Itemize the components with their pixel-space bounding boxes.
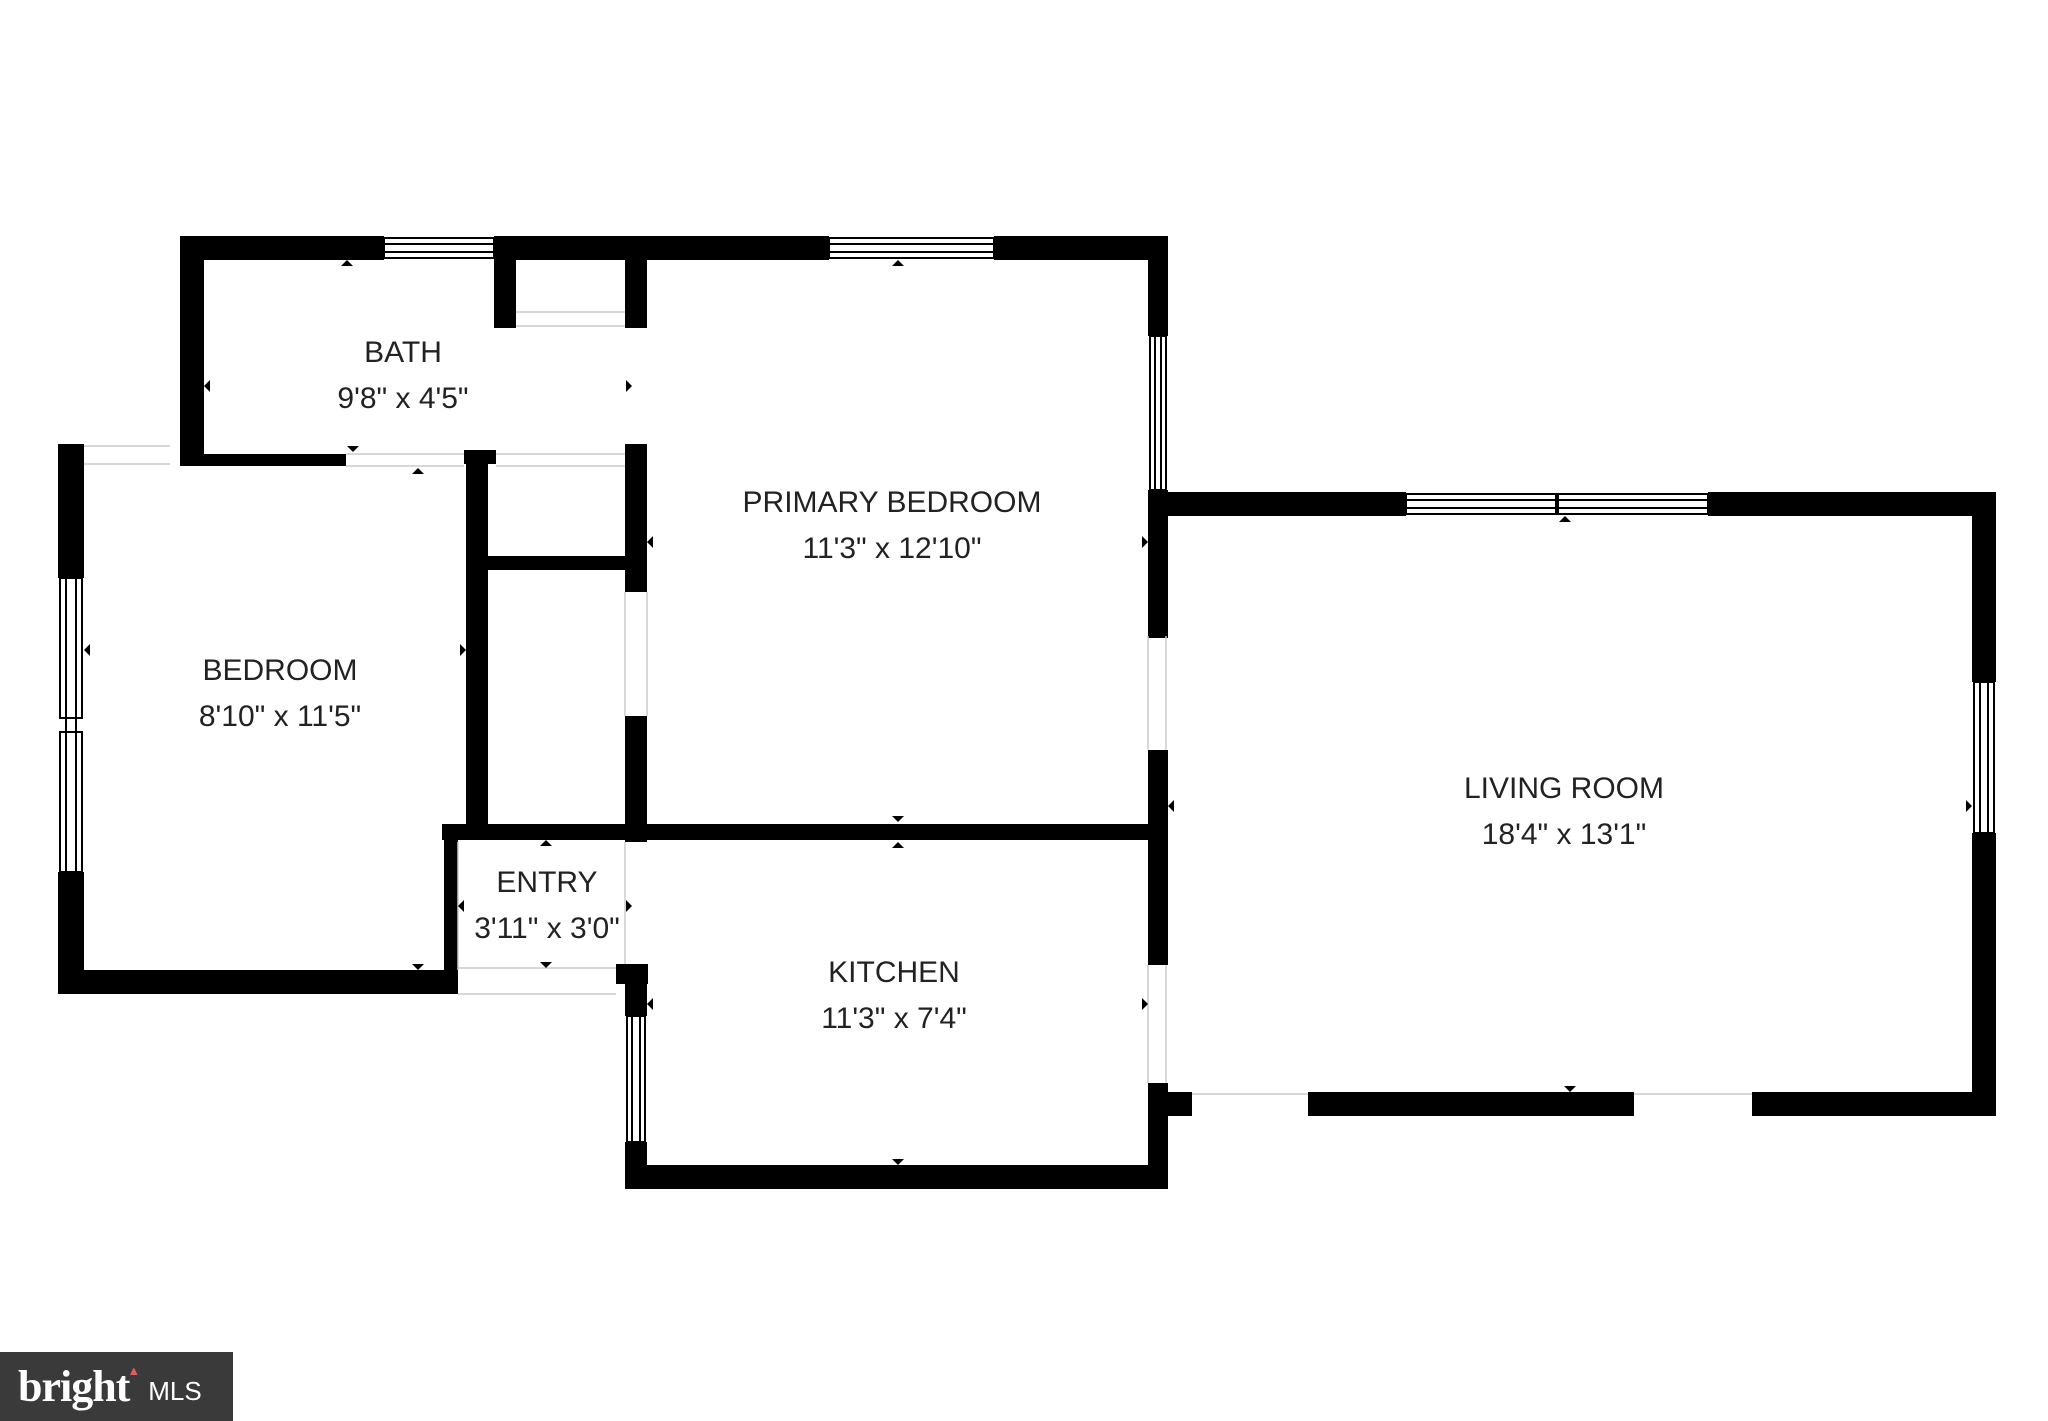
dimension-markers	[84, 260, 1972, 1165]
marker	[460, 644, 466, 656]
logo-brand: bright	[18, 1362, 130, 1411]
window-bath-top	[383, 237, 495, 259]
marker	[412, 468, 424, 474]
wall	[1752, 1092, 1996, 1116]
marker	[458, 900, 464, 912]
room-name: KITCHEN	[828, 956, 960, 989]
wall	[494, 236, 829, 260]
room-label-kitchen: KITCHEN 11'3" x 7'4"	[821, 950, 967, 1042]
marker	[647, 536, 653, 548]
room-name: ENTRY	[496, 866, 598, 899]
wall	[625, 824, 1148, 840]
room-label-entry: ENTRY 3'11" x 3'0"	[474, 860, 620, 952]
room-name: BEDROOM	[202, 654, 358, 687]
window-kitchen-left	[626, 1015, 646, 1143]
room-dimensions: 18'4" x 13'1"	[1481, 818, 1647, 851]
room-label-bath: BATH 9'8" x 4'5"	[337, 330, 468, 422]
marker	[892, 260, 904, 266]
wall	[1148, 750, 1168, 965]
marker	[1564, 1086, 1576, 1092]
room-dimensions: 11'3" x 12'10"	[802, 532, 982, 565]
wall	[58, 444, 84, 578]
room-name: BATH	[364, 336, 442, 369]
wall	[1972, 833, 1996, 1116]
window-living-right	[1973, 681, 1995, 834]
wall	[180, 236, 204, 466]
room-label-bedroom: BEDROOM 8'10" x 11'5"	[199, 648, 361, 740]
window-bedroom-left-upper	[59, 577, 83, 719]
wall	[994, 236, 1168, 260]
window-living-top-right	[1557, 493, 1709, 515]
wall	[625, 444, 647, 592]
wall	[1308, 1092, 1634, 1116]
marker	[1142, 998, 1148, 1010]
room-name: LIVING ROOM	[1463, 772, 1665, 805]
marker	[84, 644, 90, 656]
wall	[1148, 1092, 1192, 1116]
wall	[466, 556, 646, 570]
room-dimensions: 8'10" x 11'5"	[198, 700, 362, 733]
marker	[540, 840, 552, 846]
wall	[180, 454, 346, 466]
wall	[1148, 490, 1168, 638]
room-name: PRIMARY BEDROOM	[742, 486, 1042, 519]
marker	[1142, 536, 1148, 548]
marker	[892, 842, 904, 848]
window-primary-right	[1149, 335, 1167, 491]
wall	[625, 236, 647, 256]
marker	[1168, 800, 1174, 812]
window-living-top-left	[1405, 493, 1557, 515]
wall	[625, 964, 647, 1016]
marker	[892, 1159, 904, 1165]
wall	[1148, 492, 1406, 516]
marker	[892, 816, 904, 822]
room-dimensions: 9'8" x 4'5"	[337, 382, 469, 415]
room-label-living-room: LIVING ROOM 18'4" x 13'1"	[1464, 766, 1664, 858]
wall	[625, 1165, 1168, 1189]
wall	[180, 236, 384, 260]
marker	[347, 446, 359, 452]
wall	[442, 824, 647, 840]
window-bedroom-left-lower	[59, 731, 83, 873]
marker	[647, 998, 653, 1010]
marker	[204, 380, 210, 392]
marker	[626, 900, 632, 912]
logo-suffix: MLS	[148, 1376, 202, 1406]
marker	[1559, 516, 1571, 522]
wall	[444, 824, 458, 994]
room-dimensions: 3'11" x 3'0"	[474, 912, 620, 945]
marker	[626, 380, 632, 392]
wall	[625, 716, 647, 842]
walls	[58, 236, 1996, 1189]
wall	[1972, 492, 1996, 682]
bright-mls-logo: bright ▲ MLS	[0, 1352, 233, 1421]
marker	[341, 260, 353, 266]
marker	[540, 962, 552, 968]
roof-mark-icon: ▲	[127, 1363, 141, 1378]
marker	[412, 964, 424, 970]
wall	[1708, 492, 1996, 516]
openings	[84, 311, 1752, 1095]
wall	[466, 450, 488, 830]
room-dimensions: 11'3" x 7'4"	[821, 1002, 967, 1035]
window-primary-top	[828, 237, 995, 259]
room-label-primary-bedroom: PRIMARY BEDROOM 11'3" x 12'10"	[743, 480, 1042, 572]
wall	[58, 970, 458, 994]
wall	[1148, 236, 1168, 336]
wall	[625, 250, 647, 328]
marker	[1966, 800, 1972, 812]
windows	[59, 237, 1995, 1143]
wall	[494, 250, 516, 328]
